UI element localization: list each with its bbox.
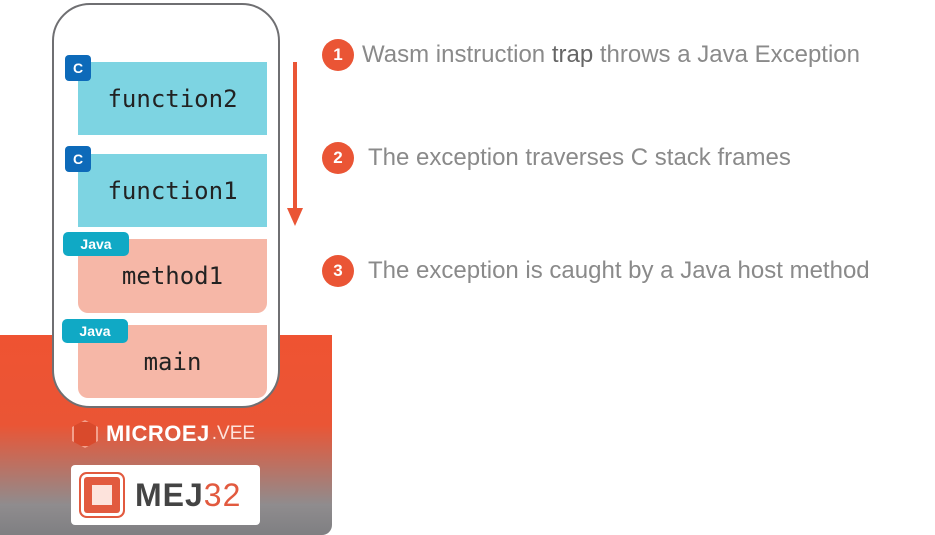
step-2: 2 The exception traverses C stack frames: [322, 142, 791, 174]
step-number: 1: [322, 39, 354, 71]
stack-frame-function1: function1: [78, 154, 267, 227]
stack-frame-method1: method1: [78, 239, 267, 313]
chip-name: MEJ: [135, 476, 204, 513]
step-1: 1 Wasm instruction trap throws a Java Ex…: [322, 39, 860, 71]
step-text-part: throws a Java Exception: [593, 41, 860, 68]
propagation-arrow: [293, 62, 297, 212]
frame-label: function1: [107, 176, 238, 205]
step-text: The exception is caught by a Java host m…: [368, 257, 870, 284]
step-text: Wasm instruction trap throws a Java Exce…: [362, 41, 860, 69]
frame-label: function2: [107, 84, 238, 113]
brand-suffix: .VEE: [211, 423, 256, 444]
stack-frame-function2: function2: [78, 62, 267, 135]
chip-title: MEJ32: [135, 477, 241, 514]
microej-logo-icon: [72, 420, 98, 448]
c-badge: C: [65, 55, 91, 81]
step-3: 3 The exception is caught by a Java host…: [322, 255, 870, 287]
step-text-part: Wasm instruction: [362, 41, 552, 68]
frame-label: method1: [121, 262, 224, 290]
arrow-down-icon: [287, 208, 303, 226]
chip-card: MEJ32: [71, 465, 260, 525]
java-badge: Java: [62, 319, 128, 343]
brand-name: MICROEJ: [106, 421, 210, 446]
c-badge: C: [65, 146, 91, 172]
chip-number: 32: [203, 476, 242, 513]
step-text: The exception traverses C stack frames: [368, 144, 791, 171]
java-badge: Java: [63, 232, 129, 256]
step-number: 2: [322, 142, 354, 174]
frame-label: main: [143, 347, 202, 376]
chip-icon: [84, 477, 120, 513]
step-number: 3: [322, 255, 354, 287]
step-emphasis: trap: [551, 41, 594, 68]
microej-brand: MICROEJ .VEE: [72, 420, 255, 448]
